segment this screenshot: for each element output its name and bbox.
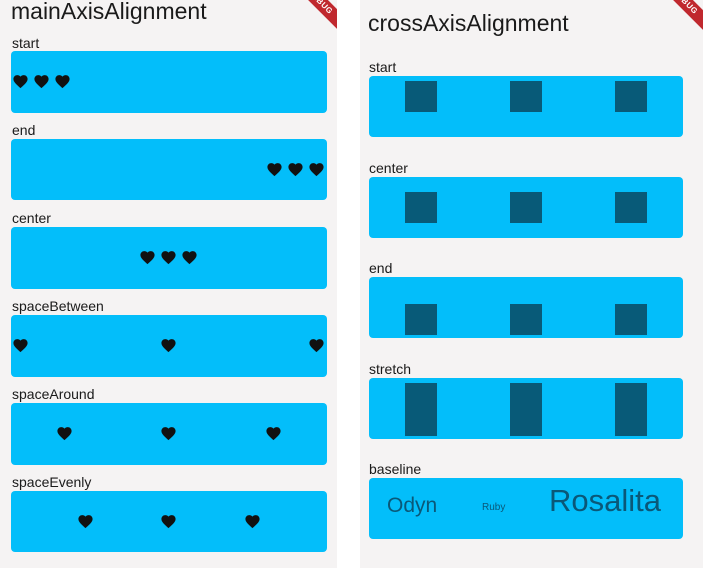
debug-banner: DEBUG: [290, 0, 337, 32]
heart-icon: [55, 75, 70, 89]
heart-icon: [161, 427, 176, 441]
row-box-end: [11, 139, 327, 200]
main-axis-screen: mainAxisAlignment DEBUG start end center…: [0, 0, 337, 568]
square-block: [405, 304, 437, 335]
row-box-baseline: Odyn Ruby Rosalita: [369, 478, 683, 539]
main-axis-title: mainAxisAlignment: [11, 0, 207, 24]
heart-icon: [78, 515, 93, 529]
square-block: [615, 383, 647, 436]
row-box-space-between: [11, 315, 327, 377]
heart-icon: [140, 251, 155, 265]
baseline-word-odyn: Odyn: [387, 494, 438, 517]
square-block: [405, 192, 437, 223]
square-block: [510, 192, 542, 223]
square-block: [615, 192, 647, 223]
row-label-center: center: [369, 160, 408, 176]
heart-icon: [309, 339, 324, 353]
heart-icon: [245, 515, 260, 529]
row-label-stretch: stretch: [369, 361, 412, 377]
row-box-start: [11, 51, 327, 113]
heart-icon: [34, 75, 49, 89]
heart-icon: [161, 515, 176, 529]
debug-banner: DEBUG: [655, 0, 703, 32]
row-box-start: [369, 76, 683, 137]
heart-icon: [13, 75, 28, 89]
cross-axis-screen: crossAxisAlignment DEBUG start center en…: [360, 0, 703, 568]
row-label-space-evenly: spaceEvenly: [12, 474, 92, 490]
row-label-end: end: [12, 122, 36, 138]
row-label-space-between: spaceBetween: [12, 298, 104, 314]
square-block: [510, 304, 542, 335]
heart-icon: [161, 251, 176, 265]
row-box-center: [369, 177, 683, 238]
row-label-start: start: [369, 59, 397, 75]
row-label-baseline: baseline: [369, 461, 422, 477]
heart-icon: [288, 163, 303, 177]
baseline-word-ruby: Ruby: [482, 502, 506, 513]
square-block: [510, 383, 542, 436]
row-box-center: [11, 227, 327, 289]
square-block: [615, 304, 647, 335]
row-label-start: start: [12, 35, 40, 51]
square-block: [405, 81, 437, 112]
row-box-end: [369, 277, 683, 338]
baseline-word-rosalita: Rosalita: [549, 483, 661, 518]
heart-icon: [161, 339, 176, 353]
heart-icon: [13, 339, 28, 353]
row-label-end: end: [369, 260, 393, 276]
square-block: [615, 81, 647, 112]
row-label-space-around: spaceAround: [12, 386, 95, 402]
heart-icon: [309, 163, 324, 177]
row-box-space-around: [11, 403, 327, 465]
heart-icon: [182, 251, 197, 265]
row-box-space-evenly: [11, 491, 327, 552]
row-box-stretch: [369, 378, 683, 439]
heart-icon: [267, 163, 282, 177]
square-block: [510, 81, 542, 112]
heart-icon: [266, 427, 281, 441]
cross-axis-title: crossAxisAlignment: [368, 10, 569, 36]
square-block: [405, 383, 437, 436]
row-label-center: center: [12, 210, 51, 226]
heart-icon: [57, 427, 72, 441]
